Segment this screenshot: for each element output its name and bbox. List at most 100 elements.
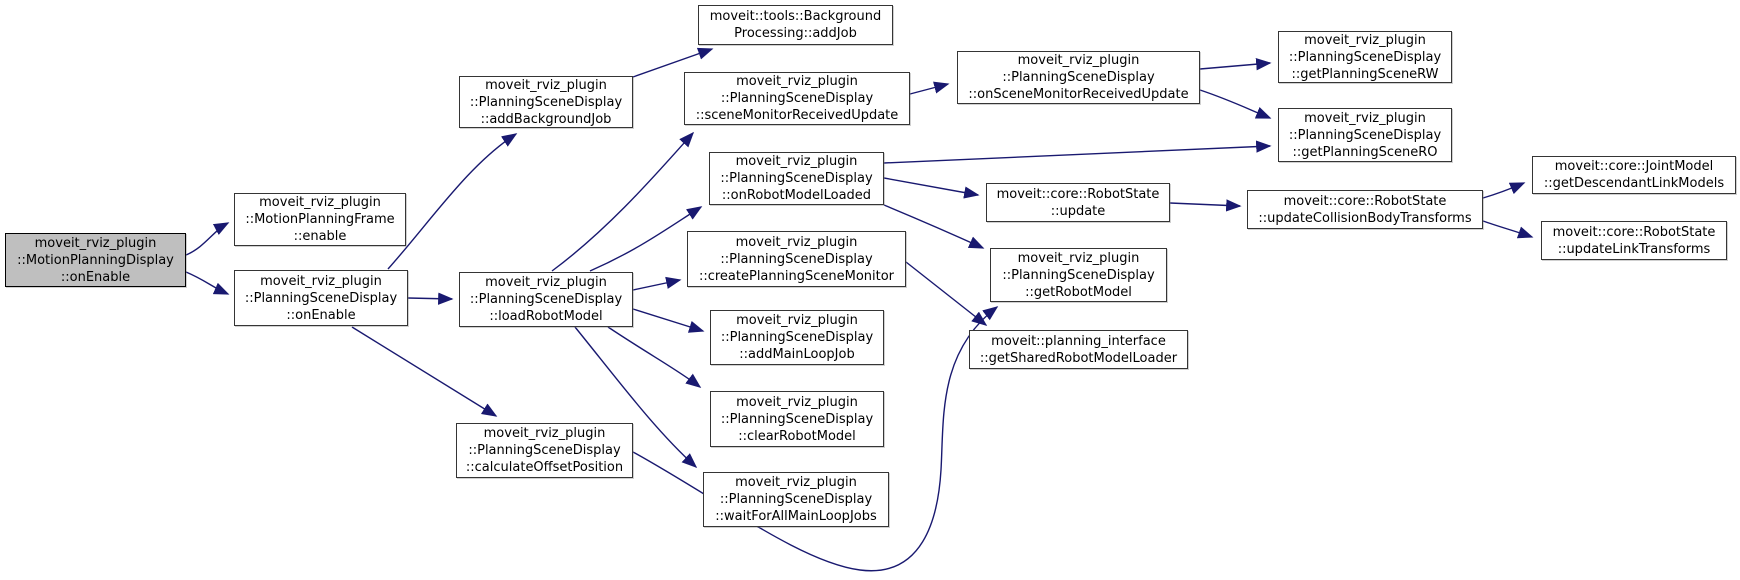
edge-create-planning-scene-monitor--get-shared-robot-model-loader [905,261,988,326]
node-planning-scene-display-on-enable[interactable]: moveit_rviz_plugin::PlanningSceneDisplay… [234,270,408,326]
node-get-shared-robot-model-loader[interactable]: moveit::planning_interface::getSharedRob… [969,330,1188,369]
node-label-line: ::PlanningSceneDisplay [720,251,873,267]
node-get-robot-model[interactable]: moveit_rviz_plugin::PlanningSceneDisplay… [990,248,1167,302]
node-label-line: moveit_rviz_plugin [1017,250,1140,266]
node-label-line: ::createPlanningSceneMonitor [698,268,895,284]
edge-add-background-job--background-processing-add-job [632,47,714,78]
edge-load-robot-model--create-planning-scene-monitor [632,276,682,291]
node-label-line: moveit::planning_interface [991,333,1166,349]
edge-robot-state-update--update-collision-body-transforms [1169,199,1242,212]
node-label-line: ::onRobotModelLoaded [721,188,872,203]
node-label-line: ::update [1050,203,1106,219]
node-label-line: moveit_rviz_plugin [736,313,858,328]
node-label-line: moveit_rviz_plugin [736,394,858,410]
node-label-line: moveit_rviz_plugin [260,273,382,289]
edge-on-scene-monitor-received-update--get-planning-scene-rw [1199,58,1272,71]
node-label-line: moveit_rviz_plugin [259,195,381,210]
node-label-line: ::PlanningSceneDisplay [719,492,873,507]
node-label-line: ::MotionPlanningDisplay [17,252,174,268]
edge-load-robot-model--clear-robot-model [607,326,702,388]
node-label-line: ::PlanningSceneDisplay [1002,70,1155,85]
edge-planning-scene-display-on-enable--calculate-offset-position [351,326,498,417]
node-add-background-job[interactable]: moveit_rviz_plugin::PlanningSceneDisplay… [459,76,633,128]
edge-on-scene-monitor-received-update--get-planning-scene-ro [1199,89,1272,119]
node-label-line: moveit_rviz_plugin [1304,110,1426,126]
node-label-line: ::PlanningSceneDisplay [720,171,873,186]
edge-planning-scene-display-on-enable--add-background-job [387,133,518,270]
node-motion-planning-frame-enable[interactable]: moveit_rviz_plugin::MotionPlanningFrame:… [234,193,406,246]
edge-on-robot-model-loaded--get-planning-scene-ro [883,140,1272,164]
node-label-line: ::updateLinkTransforms [1557,241,1711,257]
node-label-line: moveit_rviz_plugin [485,77,607,93]
node-label-line: ::addMainLoopJob [739,347,855,362]
node-label-line: moveit::core::RobotState [1283,193,1447,209]
node-label-line: ::PlanningSceneDisplay [720,91,874,106]
node-get-planning-scene-rw[interactable]: moveit_rviz_plugin::PlanningSceneDisplay… [1278,31,1452,83]
node-on-robot-model-loaded[interactable]: moveit_rviz_plugin::PlanningSceneDisplay… [709,152,884,205]
node-on-scene-monitor-received-update[interactable]: moveit_rviz_plugin::PlanningSceneDisplay… [957,51,1200,104]
node-scene-monitor-received-update[interactable]: moveit_rviz_plugin::PlanningSceneDisplay… [684,72,910,125]
edge-motion-planning-display-on-enable--planning-scene-display-on-enable [185,271,230,295]
edge-load-robot-model--wait-for-all-main-loop-jobs [574,326,698,469]
node-label-line: ::onEnable [60,269,131,285]
node-label-line: ::PlanningSceneDisplay [244,290,398,306]
node-label-line: moveit_rviz_plugin [735,475,857,490]
node-label-line: ::onSceneMonitorReceivedUpdate [968,87,1189,102]
edge-on-robot-model-loaded--robot-state-update [883,177,980,199]
node-label-line: ::getPlanningSceneRW [1291,66,1439,82]
node-label-line: moveit::core::RobotState [996,186,1160,202]
node-label-line: moveit_rviz_plugin [485,275,607,290]
node-clear-robot-model[interactable]: moveit_rviz_plugin::PlanningSceneDisplay… [710,391,884,447]
node-label-line: moveit_rviz_plugin [1304,32,1426,48]
node-label-line: ::MotionPlanningFrame [245,212,395,227]
node-get-planning-scene-ro[interactable]: moveit_rviz_plugin::PlanningSceneDisplay… [1278,108,1452,162]
node-label-line: moveit_rviz_plugin [34,235,157,251]
node-calculate-offset-position[interactable]: moveit_rviz_plugin::PlanningSceneDisplay… [456,423,633,478]
edge-planning-scene-display-on-enable--load-robot-model [407,292,454,305]
edge-load-robot-model--on-robot-model-loaded [589,206,703,272]
node-update-collision-body-transforms[interactable]: moveit::core::RobotState::updateCollisio… [1247,190,1483,229]
node-label-line: ::waitForAllMainLoopJobs [715,509,877,524]
node-label-line: ::PlanningSceneDisplay [1002,267,1155,283]
edge-on-robot-model-loaded--get-robot-model [883,204,985,249]
node-label-line: Processing::addJob [734,26,857,41]
node-update-link-transforms[interactable]: moveit::core::RobotState::updateLinkTran… [1541,221,1727,260]
edge-update-collision-body-transforms--get-descendant-link-models [1482,182,1526,199]
edge-scene-monitor-received-update--on-scene-monitor-received-update [909,81,950,95]
node-robot-state-update[interactable]: moveit::core::RobotState::update [986,183,1170,222]
edge-load-robot-model--scene-monitor-received-update [551,131,695,272]
edge-load-robot-model--add-main-loop-job [632,308,705,333]
node-label-line: ::updateCollisionBodyTransforms [1258,210,1472,226]
node-load-robot-model[interactable]: moveit_rviz_plugin::PlanningSceneDisplay… [459,272,633,327]
edge-update-collision-body-transforms--update-link-transforms [1482,220,1534,239]
node-label-line: ::getSharedRobotModelLoader [979,350,1178,366]
node-label-line: moveit_rviz_plugin [1017,53,1140,68]
node-label-line: ::calculateOffsetPosition [465,460,624,475]
node-label-line: ::addBackgroundJob [480,111,612,127]
node-label-line: ::getDescendantLinkModels [1543,176,1725,191]
node-label-line: ::enable [293,229,347,244]
node-label-line: ::getPlanningSceneRO [1292,144,1438,160]
node-label-line: moveit_rviz_plugin [736,74,858,89]
node-label-line: ::PlanningSceneDisplay [1288,49,1442,65]
node-label-line: ::PlanningSceneDisplay [468,443,621,458]
node-motion-planning-display-on-enable[interactable]: moveit_rviz_plugin::MotionPlanningDispla… [5,233,186,287]
node-label-line: ::onEnable [286,307,356,323]
node-get-descendant-link-models[interactable]: moveit::core::JointModel::getDescendantL… [1532,156,1736,194]
node-label-line: ::getRobotModel [1025,284,1132,300]
node-create-planning-scene-monitor[interactable]: moveit_rviz_plugin::PlanningSceneDisplay… [687,231,906,287]
node-label-line: moveit::core::JointModel [1554,159,1714,174]
node-label-line: ::PlanningSceneDisplay [1288,127,1442,143]
node-add-main-loop-job[interactable]: moveit_rviz_plugin::PlanningSceneDisplay… [710,310,884,365]
node-label-line: ::PlanningSceneDisplay [469,292,623,307]
node-label-line: ::loadRobotModel [489,309,603,324]
node-label-line: moveit_rviz_plugin [735,154,858,169]
node-wait-for-all-main-loop-jobs[interactable]: moveit_rviz_plugin::PlanningSceneDisplay… [703,472,889,527]
node-label-line: ::PlanningSceneDisplay [469,94,623,110]
node-label-line: moveit::core::RobotState [1552,224,1716,240]
node-label-line: ::PlanningSceneDisplay [720,411,874,427]
